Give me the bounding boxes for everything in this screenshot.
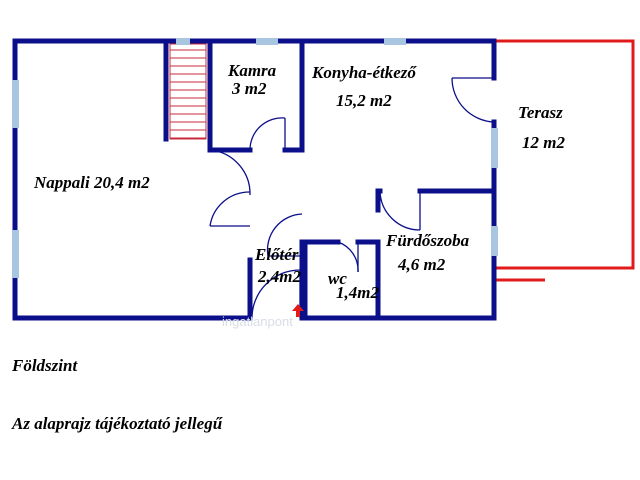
kamra-area: 3 m2 xyxy=(231,79,267,98)
terrace-outline xyxy=(494,39,635,282)
terasz-name: Terasz xyxy=(518,103,563,122)
watermark: ingatlanpont xyxy=(222,314,293,329)
terasz-area: 12 m2 xyxy=(522,133,565,152)
up-arrow-icon xyxy=(292,304,304,317)
door-swings xyxy=(209,77,495,319)
furdo-name: Fürdőszoba xyxy=(385,231,470,250)
konyha-name: Konyha-étkező xyxy=(311,63,417,82)
nappali-label: Nappali 20,4 m2 xyxy=(33,173,150,192)
wc-area: 1,4m2 xyxy=(336,283,379,302)
disclaimer: Az alaprajz tájékoztató jellegű xyxy=(12,414,223,433)
furdo-area: 4,6 m2 xyxy=(397,255,446,274)
windows xyxy=(12,38,498,278)
konyha-area: 15,2 m2 xyxy=(336,91,392,110)
floor-plan: ingatlanpont Kamra 3 m2 Konyha-étkező 15… xyxy=(12,38,635,329)
kamra-name: Kamra xyxy=(227,61,277,80)
staircase xyxy=(169,43,207,140)
eloter-area: 2,4m2 xyxy=(257,267,301,286)
floor-label: Földszint xyxy=(12,356,78,375)
wc-name: wc xyxy=(328,269,347,288)
eloter-name: Előtér xyxy=(254,245,299,264)
